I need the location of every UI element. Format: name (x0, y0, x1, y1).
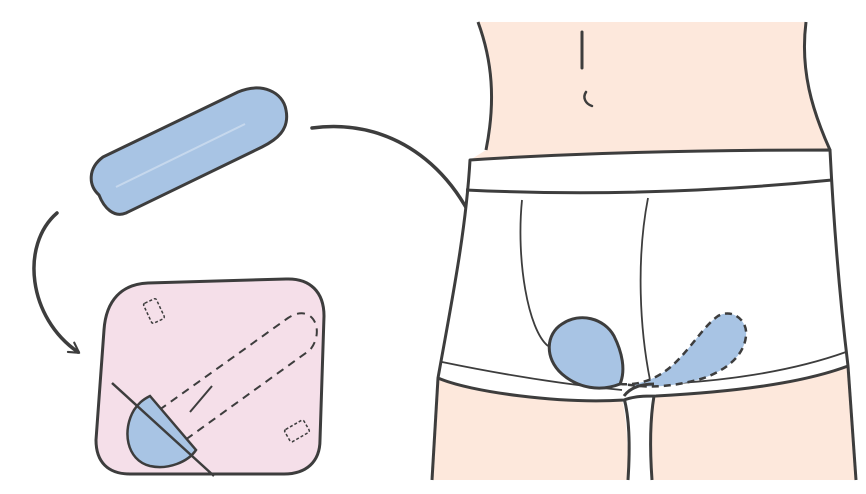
pad-icon (91, 88, 287, 214)
underwear-icon (438, 150, 848, 401)
torso-icon (470, 22, 830, 160)
arrow-to-wrapper-icon (34, 213, 78, 352)
wrapper-icon (96, 279, 324, 476)
